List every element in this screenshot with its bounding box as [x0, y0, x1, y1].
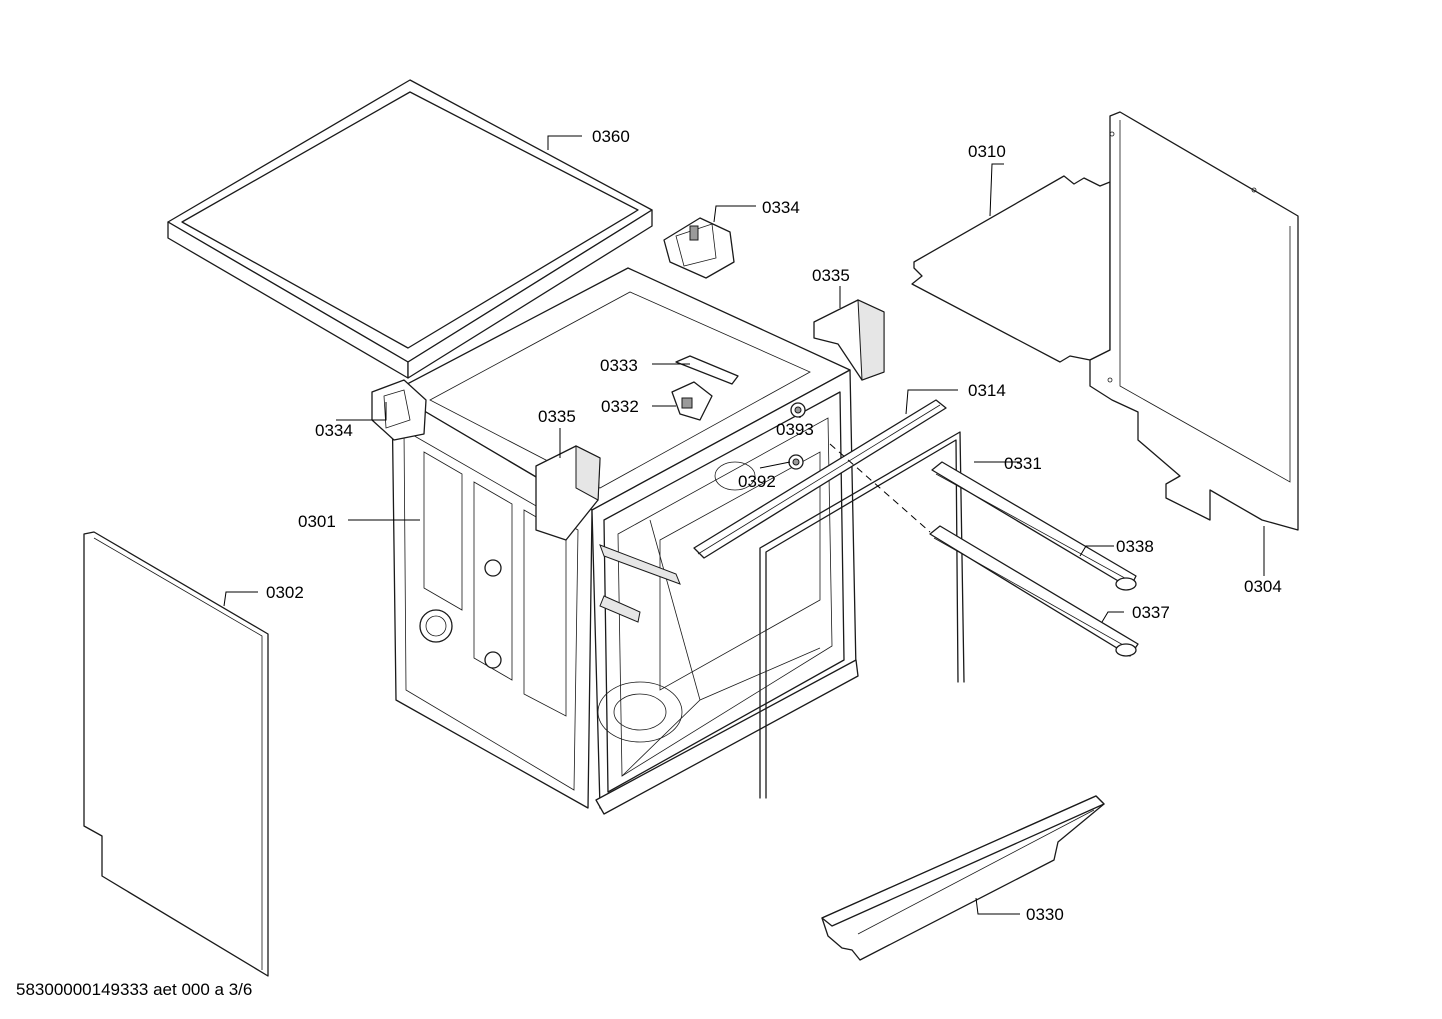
assembly-dash-line	[829, 443, 931, 533]
label-0332: 0332	[601, 397, 639, 416]
latch-part-0333	[675, 355, 739, 385]
door-gasket-part-0331	[759, 431, 965, 799]
rail-part-0338	[931, 461, 1137, 591]
leader-lines	[223, 135, 1265, 915]
label-0334-top: 0334	[762, 198, 800, 217]
latch-part-0332	[671, 381, 713, 421]
insulation-mat-part-0310	[911, 175, 1111, 363]
mount-part-0335-right	[813, 299, 885, 381]
label-0301: 0301	[298, 512, 336, 531]
label-0360: 0360	[592, 127, 630, 146]
bracket-part-0334-top	[663, 217, 735, 279]
label-0302: 0302	[266, 583, 304, 602]
label-0333: 0333	[600, 356, 638, 375]
worktop-part-0360	[167, 79, 653, 379]
drawing-reference-number: 58300000149333 aet 000 a 3/6	[16, 980, 253, 999]
part-labels: 0360 0334 0335 0310 0333 0332 0334 0335 …	[266, 127, 1282, 924]
label-0335-left: 0335	[538, 407, 576, 426]
label-0337: 0337	[1132, 603, 1170, 622]
fitting-part-0393	[790, 402, 806, 418]
label-0310: 0310	[968, 142, 1006, 161]
label-0330: 0330	[1026, 905, 1064, 924]
label-0335-right: 0335	[812, 266, 850, 285]
side-panel-part-0304	[1089, 111, 1299, 531]
label-0304: 0304	[1244, 577, 1282, 596]
fitting-part-0392	[788, 454, 804, 470]
seal-strip-part-0314	[693, 399, 947, 559]
tub-body-part-0301	[391, 267, 859, 815]
rail-part-0337	[929, 525, 1139, 657]
mount-part-0335-left	[535, 445, 601, 541]
label-0338: 0338	[1116, 537, 1154, 556]
label-0392: 0392	[738, 472, 776, 491]
label-0331: 0331	[1004, 454, 1042, 473]
label-0314: 0314	[968, 381, 1006, 400]
label-0334-left: 0334	[315, 421, 353, 440]
label-0393: 0393	[776, 420, 814, 439]
kick-plate-part-0330	[821, 795, 1105, 961]
side-panel-part-0302	[83, 531, 269, 977]
